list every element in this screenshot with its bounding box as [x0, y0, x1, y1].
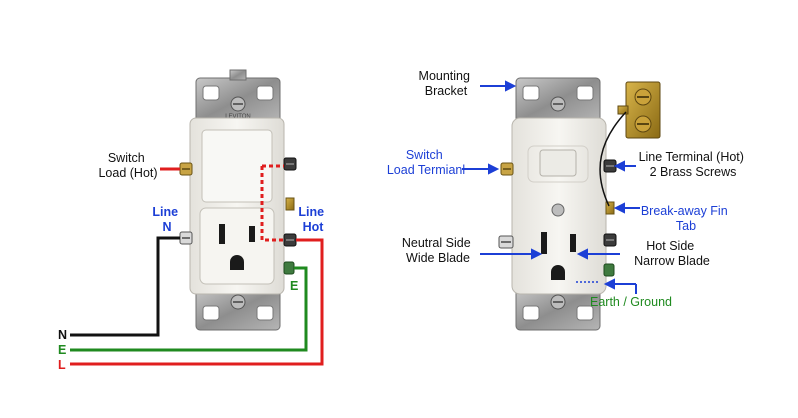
- left-top-bracket: LEVITON: [195, 69, 281, 123]
- breakaway-fin-label-2: Tab: [676, 219, 696, 233]
- wire-l-label: L: [58, 358, 66, 372]
- left-outlet-ground-hole: [230, 255, 244, 270]
- right-line-screw-bottom: [603, 233, 617, 247]
- left-fin-tab: [285, 197, 295, 211]
- neutral-side-label-1: Neutral Side: [402, 236, 471, 250]
- right-bottom-bracket: [515, 287, 601, 331]
- switch-load-label-2: Load (Hot): [98, 166, 157, 180]
- mounting-bracket-label-1: Mounting: [419, 69, 470, 83]
- right-top-bracket: [515, 77, 601, 123]
- left-ground-screw: [283, 261, 295, 275]
- svg-text:Line Hot: Line Hot: [298, 205, 327, 234]
- wire-n-label: N: [58, 328, 67, 342]
- svg-text:Line N: Line N: [152, 205, 181, 234]
- switch-load-terminal-label-1: Switch: [406, 148, 443, 162]
- svg-text:Line Terminal (Hot) 2 Bras: Line Terminal (Hot) 2 Brass Screws: [639, 150, 748, 179]
- hot-side-label-1: Hot Side: [646, 239, 694, 253]
- hot-wire: [70, 238, 324, 366]
- right-device: [498, 77, 617, 331]
- switch-load-terminal-label-2: Load Termianl: [387, 163, 465, 177]
- left-line-screw-bottom: [283, 233, 297, 247]
- left-outlet-neutral-slot: [219, 224, 225, 244]
- svg-text:Switch Load Termianl: Switch Load Termianl: [387, 148, 465, 177]
- line-terminal-label-2: 2 Brass Screws: [650, 165, 737, 179]
- ground-tag-label: E: [290, 279, 298, 293]
- right-center-screw: [551, 203, 565, 217]
- line-hot-label-2: Hot: [303, 220, 325, 234]
- svg-text:Break-away Fin Tab: Break-away Fin Tab: [641, 204, 731, 233]
- right-outlet-hot-slot: [570, 234, 576, 252]
- right-switch-load-screw: [500, 162, 514, 176]
- brand-mark: LEVITON: [225, 114, 251, 120]
- ground-wire: [70, 266, 308, 352]
- line-terminal-label-1: Line Terminal (Hot): [639, 150, 744, 164]
- mounting-bracket-label-2: Bracket: [425, 84, 468, 98]
- line-n-label-1: Line: [152, 205, 178, 219]
- breakaway-fin-label-1: Break-away Fin: [641, 204, 728, 218]
- svg-text:Neutral Side Wide Blade: Neutral Side Wide Blade: [402, 236, 474, 265]
- line-n-label-2: N: [162, 220, 171, 234]
- svg-text:Switch Load (Hot): Switch Load (Hot): [98, 151, 157, 180]
- right-outlet-ground-hole: [551, 265, 565, 280]
- left-line-screw-top: [283, 157, 297, 171]
- right-ground-screw: [603, 263, 615, 277]
- right-arrows: [462, 80, 640, 294]
- brass-screws-inset: [599, 81, 661, 207]
- left-bottom-bracket: [195, 287, 281, 331]
- earth-ground-label: Earth / Ground: [590, 295, 672, 309]
- left-neutral-screw: [179, 231, 193, 245]
- right-switch-toggle: [539, 149, 577, 177]
- neutral-side-label-2: Wide Blade: [406, 251, 470, 265]
- right-outlet-neutral-slot: [541, 232, 547, 254]
- hot-side-label-2: Narrow Blade: [634, 254, 710, 268]
- wire-e-label: E: [58, 343, 66, 357]
- right-line-screw-top: [603, 159, 617, 173]
- switch-load-label-1: Switch: [108, 151, 145, 165]
- neutral-wire: [70, 236, 180, 337]
- right-neutral-screw: [498, 235, 514, 249]
- left-outlet-hot-slot: [249, 226, 255, 242]
- wires: [70, 167, 324, 366]
- left-outlet-face: [199, 207, 275, 285]
- svg-text:Mounting Bracket: Mounting Bracket: [419, 69, 474, 98]
- left-device: LEVITON: [179, 69, 297, 331]
- line-hot-label-1: Line: [298, 205, 324, 219]
- left-switch-load-screw: [179, 162, 193, 176]
- internal-jumper: [260, 164, 284, 242]
- svg-text:Hot Side Narrow Blade: Hot Side Narrow Blade: [634, 239, 710, 268]
